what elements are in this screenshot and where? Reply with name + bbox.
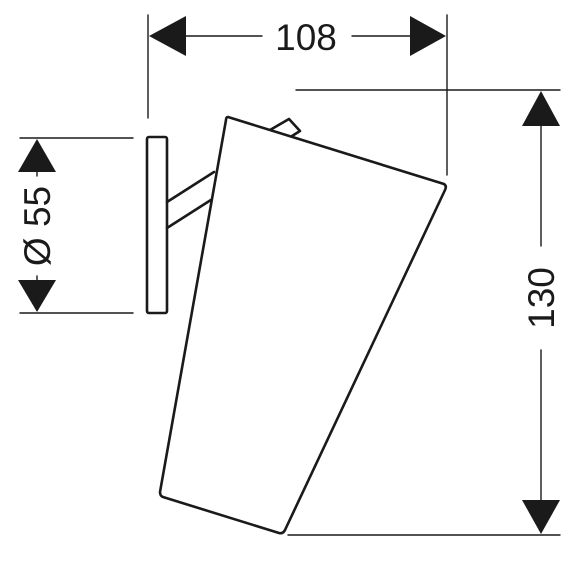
diameter-arrow-bottom [18,280,56,312]
height-arrow-top [522,91,560,126]
height-dimension-value: 130 [521,267,562,329]
holder-body [158,115,448,535]
width-arrow-left [149,16,186,56]
diameter-arrow-top [18,139,56,172]
width-dimension: 108 [147,14,448,176]
support-arm [165,170,216,230]
wall-plate [145,135,169,315]
diameter-dimension-value: Ø 55 [17,186,58,266]
diameter-dimension: Ø 55 [17,137,134,314]
height-arrow-bottom [522,500,560,534]
height-dimension: 130 [287,89,562,536]
width-dimension-value: 108 [275,17,337,58]
width-arrow-right [410,16,446,56]
